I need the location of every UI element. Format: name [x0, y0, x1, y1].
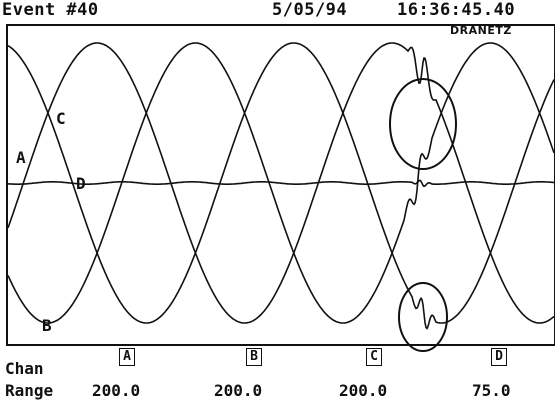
- status-header: Event #40 5/05/94 16:36:45.40: [0, 0, 555, 24]
- channel-b-box: B: [246, 348, 262, 366]
- range-label: Range: [5, 381, 54, 400]
- event-number: Event #40: [2, 0, 99, 20]
- transient-marker-lower: [398, 282, 448, 352]
- trace-b: [7, 42, 555, 324]
- event-date: 5/05/94: [272, 0, 348, 20]
- brand-logo: DRANETZ: [450, 24, 512, 37]
- channel-a-box: A: [119, 348, 135, 366]
- channel-d-box: D: [491, 348, 507, 366]
- label-b: B: [42, 316, 52, 335]
- label-d: D: [76, 174, 86, 193]
- channel-c-box: C: [366, 348, 382, 366]
- range-d-value: 75.0: [472, 381, 511, 400]
- range-c-value: 200.0: [339, 381, 388, 400]
- label-c: C: [56, 109, 66, 128]
- chan-label: Chan: [5, 359, 44, 378]
- event-time: 16:36:45.40: [397, 0, 516, 20]
- trace-c: [7, 42, 555, 330]
- range-a-value: 200.0: [92, 381, 141, 400]
- trace-d: [7, 179, 555, 188]
- transient-marker-upper: [389, 78, 457, 170]
- trace-a: [7, 42, 555, 324]
- range-b-value: 200.0: [214, 381, 263, 400]
- plot-frame: [6, 24, 555, 346]
- label-a: A: [16, 148, 26, 167]
